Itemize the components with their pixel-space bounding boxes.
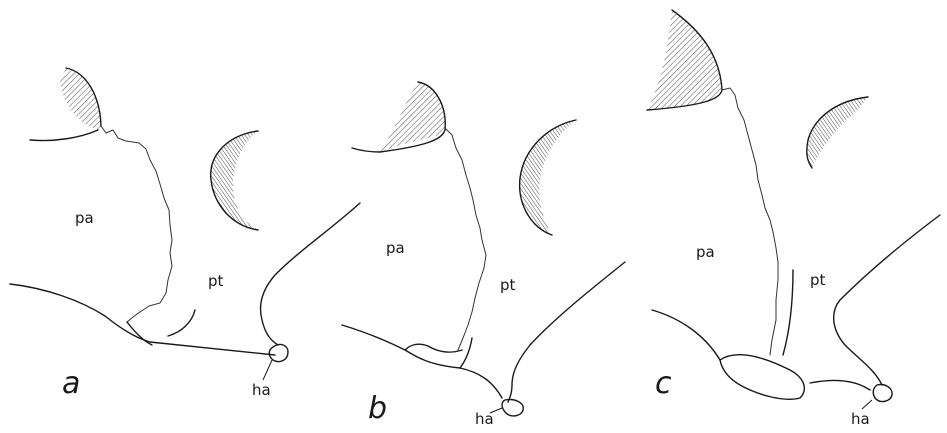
panel-a: pa pt ha a bbox=[10, 68, 360, 401]
label-ha: ha bbox=[851, 410, 870, 428]
skull-base bbox=[10, 284, 275, 355]
hamulus-base bbox=[460, 368, 502, 398]
pterygoid-process bbox=[460, 338, 472, 368]
temporal-fossa-shading bbox=[520, 120, 576, 235]
hamulus bbox=[873, 385, 892, 402]
posterior-wall bbox=[508, 262, 625, 402]
skull-base bbox=[342, 325, 460, 368]
pterygoid-hook bbox=[810, 380, 870, 390]
palatine-lobe bbox=[405, 344, 462, 352]
label-pt: pt bbox=[810, 271, 826, 289]
panel-letter-c: c bbox=[655, 366, 672, 401]
temporal-fossa-shading bbox=[211, 131, 258, 230]
pterygoid-line bbox=[783, 270, 793, 355]
orbit-lower-edge bbox=[352, 148, 380, 152]
pterygoid-process bbox=[168, 310, 195, 336]
posterior-wall bbox=[261, 203, 360, 345]
posterior-wall bbox=[834, 215, 940, 385]
temporal-fossa-shading bbox=[807, 97, 868, 168]
panel-letter-b: b bbox=[368, 391, 387, 426]
orbit-shading bbox=[60, 68, 101, 130]
parietal-suture bbox=[722, 88, 778, 355]
panel-letter-a: a bbox=[62, 366, 80, 401]
label-pt: pt bbox=[208, 272, 224, 290]
ha-leader bbox=[263, 360, 272, 380]
hamulus bbox=[269, 345, 288, 362]
label-pa: pa bbox=[386, 239, 405, 257]
parietal-suture bbox=[445, 128, 486, 350]
skull-base bbox=[652, 310, 720, 360]
label-pa: pa bbox=[75, 209, 94, 227]
label-pa: pa bbox=[696, 243, 715, 261]
hamulus bbox=[502, 400, 523, 416]
orbit-lower-edge bbox=[30, 130, 98, 141]
label-pt: pt bbox=[500, 276, 516, 294]
panel-b: pa pt ha b bbox=[342, 82, 625, 428]
ha-leader bbox=[862, 400, 872, 409]
label-ha: ha bbox=[475, 410, 494, 428]
palatine-lobe bbox=[720, 355, 804, 399]
label-ha: ha bbox=[252, 381, 271, 399]
parietal-suture bbox=[101, 126, 172, 322]
orbit-shading bbox=[647, 10, 722, 110]
panel-c: pa pt ha c bbox=[647, 10, 940, 428]
